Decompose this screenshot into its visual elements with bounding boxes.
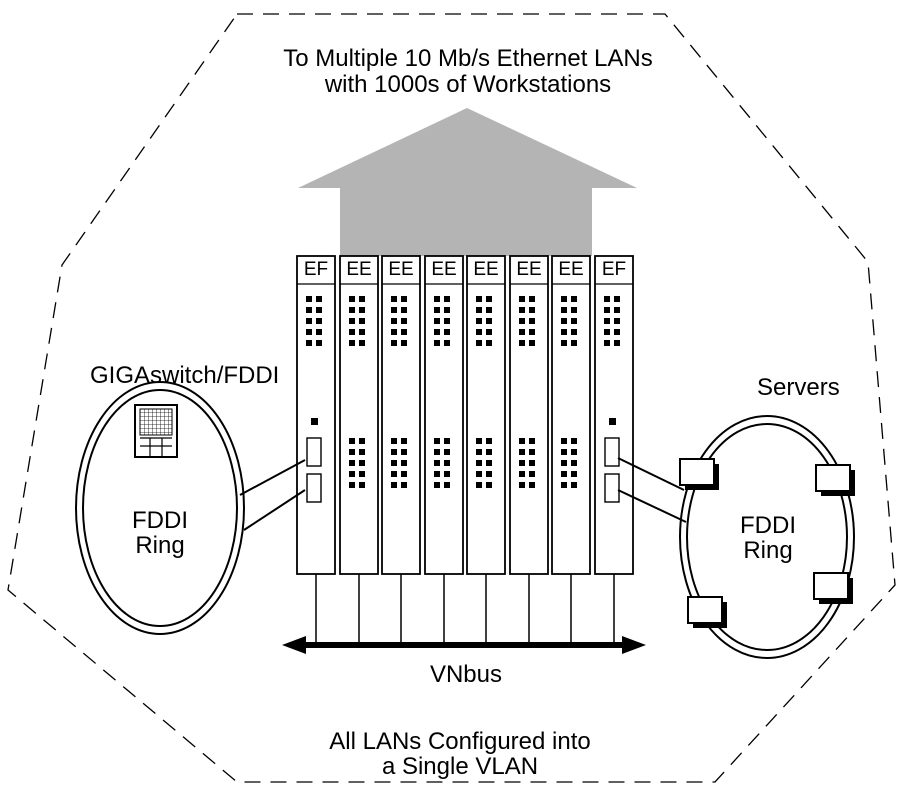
- vlan-boundary: [7, 13, 896, 783]
- gigaswitch-label: GIGAswitch/FDDI: [90, 362, 280, 389]
- module-card: [381, 255, 421, 575]
- left-fddi-ring: [75, 381, 245, 635]
- module-label: EE: [516, 259, 542, 280]
- module-card: [594, 255, 634, 575]
- module-label: EE: [346, 259, 372, 280]
- module-rack: [296, 255, 634, 575]
- uplink-arrow: [298, 108, 637, 256]
- footer-line-1: All LANs Configured into: [329, 728, 591, 755]
- module-label: EF: [303, 259, 329, 280]
- right-ring-links: [617, 457, 687, 523]
- left-ring-label-line-2: Ring: [135, 532, 185, 559]
- gigaswitch-icon: [134, 404, 178, 458]
- server-icon: [813, 572, 853, 604]
- module-card: [424, 255, 464, 575]
- left-ring-label-line-1: FDDI: [132, 507, 188, 534]
- module-label: EF: [601, 259, 627, 280]
- right-fddi-ring: [679, 415, 855, 659]
- server-icon: [815, 464, 855, 496]
- servers-label: Servers: [757, 374, 840, 401]
- right-ring-label-line-2: Ring: [743, 537, 793, 564]
- module-card: [551, 255, 591, 575]
- module-label: EE: [558, 259, 584, 280]
- footer-line-2: a Single VLAN: [381, 753, 539, 780]
- bus-drops: [315, 574, 615, 645]
- left-ring-links: [239, 459, 306, 531]
- module-label: EE: [473, 259, 499, 280]
- module-card: [339, 255, 379, 575]
- bus-label: VNbus: [429, 661, 503, 688]
- module-card: [296, 255, 336, 575]
- title-line-1: To Multiple 10 Mb/s Ethernet LANs: [283, 45, 653, 72]
- right-ring-label-line-1: FDDI: [740, 512, 796, 539]
- module-card: [466, 255, 506, 575]
- module-card: [509, 255, 549, 575]
- module-label: EE: [431, 259, 457, 280]
- server-icon: [679, 458, 719, 490]
- server-icon: [687, 596, 727, 628]
- title-line-2: with 1000s of Workstations: [324, 71, 612, 98]
- vnbus-arrow: [282, 636, 646, 654]
- module-label: EE: [388, 259, 414, 280]
